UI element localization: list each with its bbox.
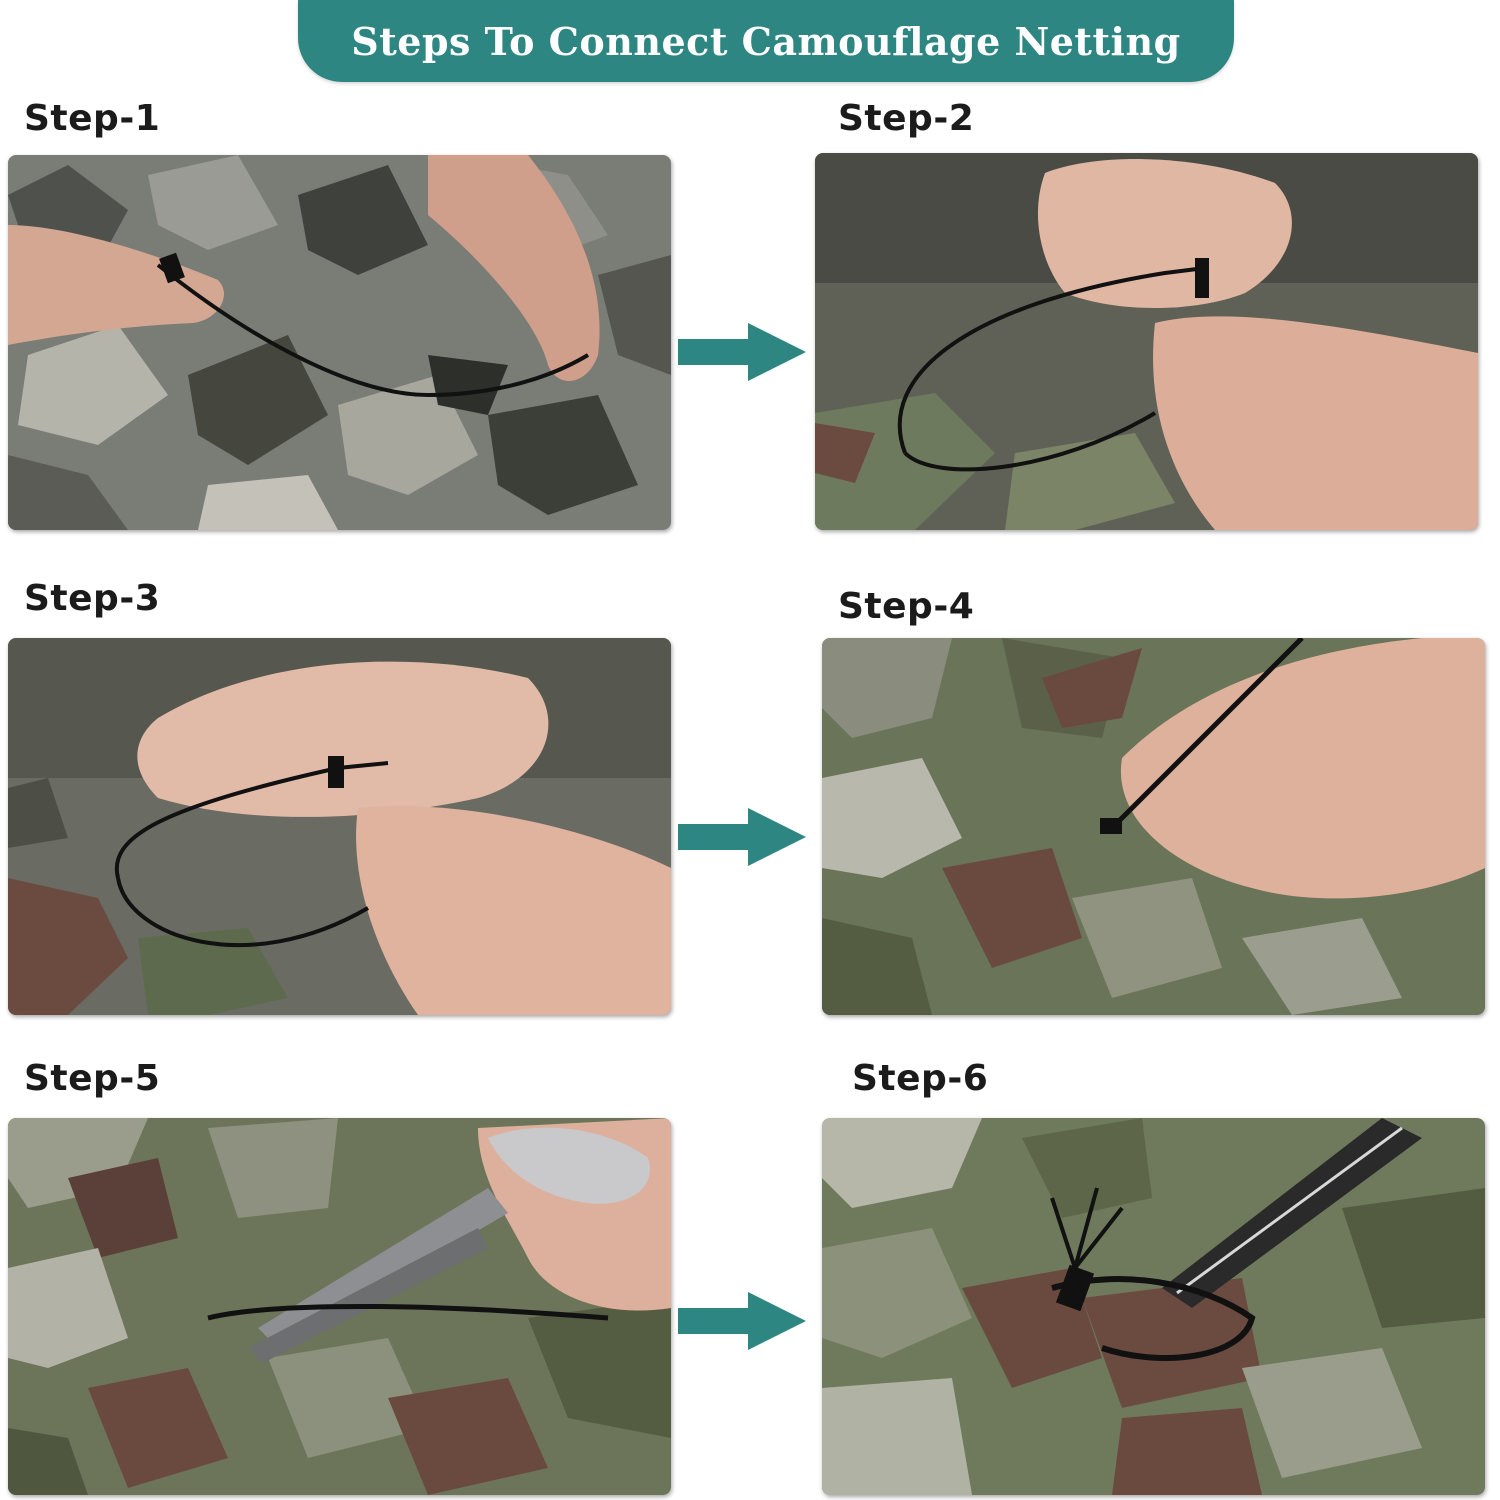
title-banner: Steps To Connect Camouflage Netting xyxy=(298,0,1234,82)
step-1-label: Step-1 xyxy=(24,98,161,139)
step-5-photo xyxy=(8,1118,671,1495)
arrow-step-5-to-6-icon xyxy=(676,1290,808,1352)
step-4-label: Step-4 xyxy=(838,586,975,627)
step-6-photo xyxy=(822,1118,1485,1495)
step-4-photo xyxy=(822,638,1485,1015)
step-2-photo xyxy=(815,153,1478,530)
arrow-step-3-to-4-icon xyxy=(676,806,808,868)
step-5-label: Step-5 xyxy=(24,1058,161,1099)
step-3-photo xyxy=(8,638,671,1015)
step-3-label: Step-3 xyxy=(24,578,161,619)
arrow-step-1-to-2-icon xyxy=(676,321,808,383)
step-6-label: Step-6 xyxy=(852,1058,989,1099)
step-1-photo xyxy=(8,155,671,530)
step-2-label: Step-2 xyxy=(838,98,975,139)
page-title: Steps To Connect Camouflage Netting xyxy=(351,18,1181,64)
